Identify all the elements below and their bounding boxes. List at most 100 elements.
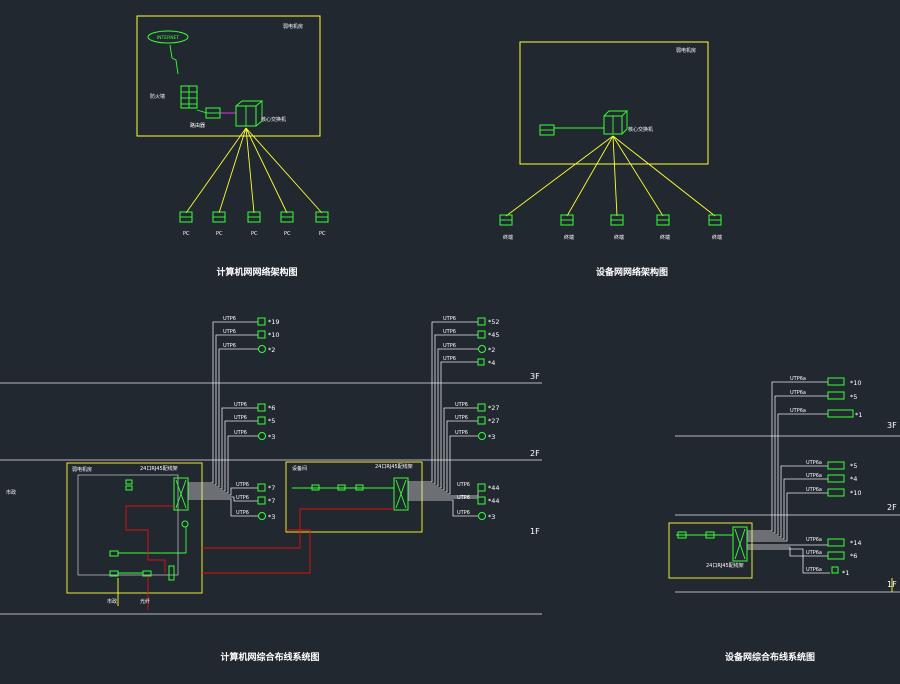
terminal-label: 终端 — [614, 234, 624, 241]
outlet-count: *7 — [268, 497, 275, 505]
cable-type-label: UTP6 — [455, 415, 468, 421]
cable-type-label: UTP6 — [455, 430, 468, 436]
cable-type-label: UTP6 — [443, 343, 456, 349]
internet-link — [169, 44, 179, 75]
floor-lines-left: 3F 2F 1F — [0, 372, 542, 615]
cable-type-label: UTP6 — [457, 495, 470, 501]
outlet-count: *44 — [488, 497, 500, 505]
cable-type-label: UTP6 — [223, 343, 236, 349]
cable-type-label: UTP6 — [443, 316, 456, 322]
floor-label-3f: 3F — [530, 372, 540, 381]
core-switch-label: 核心交换机 — [261, 116, 286, 123]
terminal-icon — [560, 214, 574, 226]
machine-room-box — [519, 41, 709, 165]
outlet-group-3f-b: UTP6 UTP6 UTP6 UTP6 *52 *45 *2 *4 — [443, 316, 500, 367]
outlet-count: *10 — [850, 489, 862, 497]
outlet-icon — [827, 461, 845, 470]
outlet-count: *5 — [268, 417, 275, 425]
outlet-count: *44 — [488, 484, 500, 492]
outlet-count: *5 — [850, 462, 857, 470]
device-network-architecture: 弱电机房 核心交换机 终端 终端 终端 — [499, 41, 722, 278]
cable-type-label: UTP6 — [223, 329, 236, 335]
firewall-icon — [180, 85, 198, 109]
cable-bundle — [747, 381, 830, 574]
patch-panel-icon — [732, 526, 748, 562]
outlet-icon — [827, 377, 845, 386]
cable-type-label: UTP6 — [234, 402, 247, 408]
diagram-title: 计算机网综合布线系统图 — [220, 651, 319, 663]
machine-room-box — [66, 462, 203, 594]
floor-label-2f: 2F — [530, 449, 540, 458]
outlet-count: *14 — [850, 539, 862, 547]
terminal-icon — [499, 214, 513, 226]
machine-room-box — [136, 15, 321, 137]
outlet-icon — [477, 416, 486, 425]
cable-type-label: UTP6a — [790, 408, 806, 414]
room-label: 设备间 — [292, 465, 307, 472]
outlet-icon — [827, 538, 845, 547]
cable-type-label: UTP6 — [236, 510, 249, 516]
cable-type-label: UTP6a — [806, 487, 822, 493]
outlet-count: *3 — [268, 433, 275, 441]
floor-label-1f: 1F — [530, 527, 540, 536]
pc-row: PC PC PC PC PC — [179, 211, 329, 237]
pc-icon — [247, 211, 261, 223]
outlet-group-1f: UTP6a UTP6a UTP6a *14 *6 *1 — [806, 537, 862, 577]
equipment-icons — [311, 484, 364, 491]
outlet-icon — [257, 403, 266, 412]
firewall-label: 防火墙 — [150, 93, 165, 100]
cable-type-label: UTP6 — [223, 316, 236, 322]
outlet-icon — [258, 432, 266, 440]
core-switch-icon — [603, 110, 629, 135]
cable-type-label: UTP6a — [806, 460, 822, 466]
outlet-count: *19 — [268, 318, 280, 326]
room-label: 弱电机房 — [72, 466, 92, 473]
firewall-router-link — [196, 109, 208, 114]
outlet-group-2f-a: UTP6 UTP6 UTP6 *6 *5 *3 — [234, 402, 275, 441]
cable-type-label: UTP6 — [443, 329, 456, 335]
cable-bundle — [408, 321, 479, 517]
floor-label-3f: 3F — [887, 421, 897, 430]
outlet-group-2f: UTP6a UTP6a UTP6a *5 *4 *10 — [806, 460, 862, 497]
router-label: 路由器 — [190, 122, 205, 129]
outlet-count: *1 — [855, 411, 862, 419]
cable-type-label: UTP6a — [806, 567, 822, 573]
cable-type-label: UTP6 — [455, 402, 468, 408]
outlet-count: *10 — [268, 331, 280, 339]
terminal-icon — [708, 214, 722, 226]
cable-type-label: UTP6a — [806, 537, 822, 543]
device-cabling-system: 24口RJ45配线架 UTP6a UTP6a UTP6a — [668, 376, 893, 663]
diagram-title: 设备网综合布线系统图 — [725, 651, 815, 663]
fiber-lines — [117, 505, 394, 610]
outlet-icon — [477, 330, 486, 339]
patch-panel-icon — [173, 477, 189, 511]
outlet-count: *6 — [850, 552, 857, 560]
outlet-count: *2 — [268, 346, 275, 354]
outlet-group-3f: UTP6a UTP6a UTP6a *10 *5 *1 — [790, 376, 862, 419]
outlet-count: *3 — [268, 513, 275, 521]
outlet-icon — [477, 496, 486, 505]
room-inner-box — [77, 474, 179, 576]
outlet-group-1f-a: UTP6 UTP6 UTP6 *7 *7 *3 — [236, 482, 275, 521]
pc-icon — [315, 211, 329, 223]
outlet-count: *27 — [488, 417, 500, 425]
outlet-icon — [477, 358, 485, 366]
diagram-title: 计算机网网络架构图 — [216, 266, 297, 278]
outlet-icon — [478, 432, 486, 440]
cable-type-label: UTP6 — [457, 510, 470, 516]
outlet-count: *10 — [850, 379, 862, 387]
machine-room-label: 弱电机房 — [283, 23, 303, 30]
left-note: 市政 — [6, 489, 16, 496]
outlet-icon — [477, 403, 486, 412]
outlet-icon — [258, 345, 266, 353]
floor-label-2f: 2F — [887, 503, 897, 512]
pc-label: PC — [251, 231, 258, 237]
outlet-group-1f-b: UTP6 UTP6 UTP6 *44 *44 *3 — [457, 482, 500, 521]
cable-type-label: UTP6a — [790, 390, 806, 396]
outlet-icon — [477, 483, 486, 492]
cable-type-label: UTP6a — [790, 376, 806, 382]
pc-icon — [280, 211, 294, 223]
outlet-count: *1 — [842, 569, 849, 577]
equipment-icon — [677, 531, 687, 539]
pc-label: PC — [319, 231, 326, 237]
